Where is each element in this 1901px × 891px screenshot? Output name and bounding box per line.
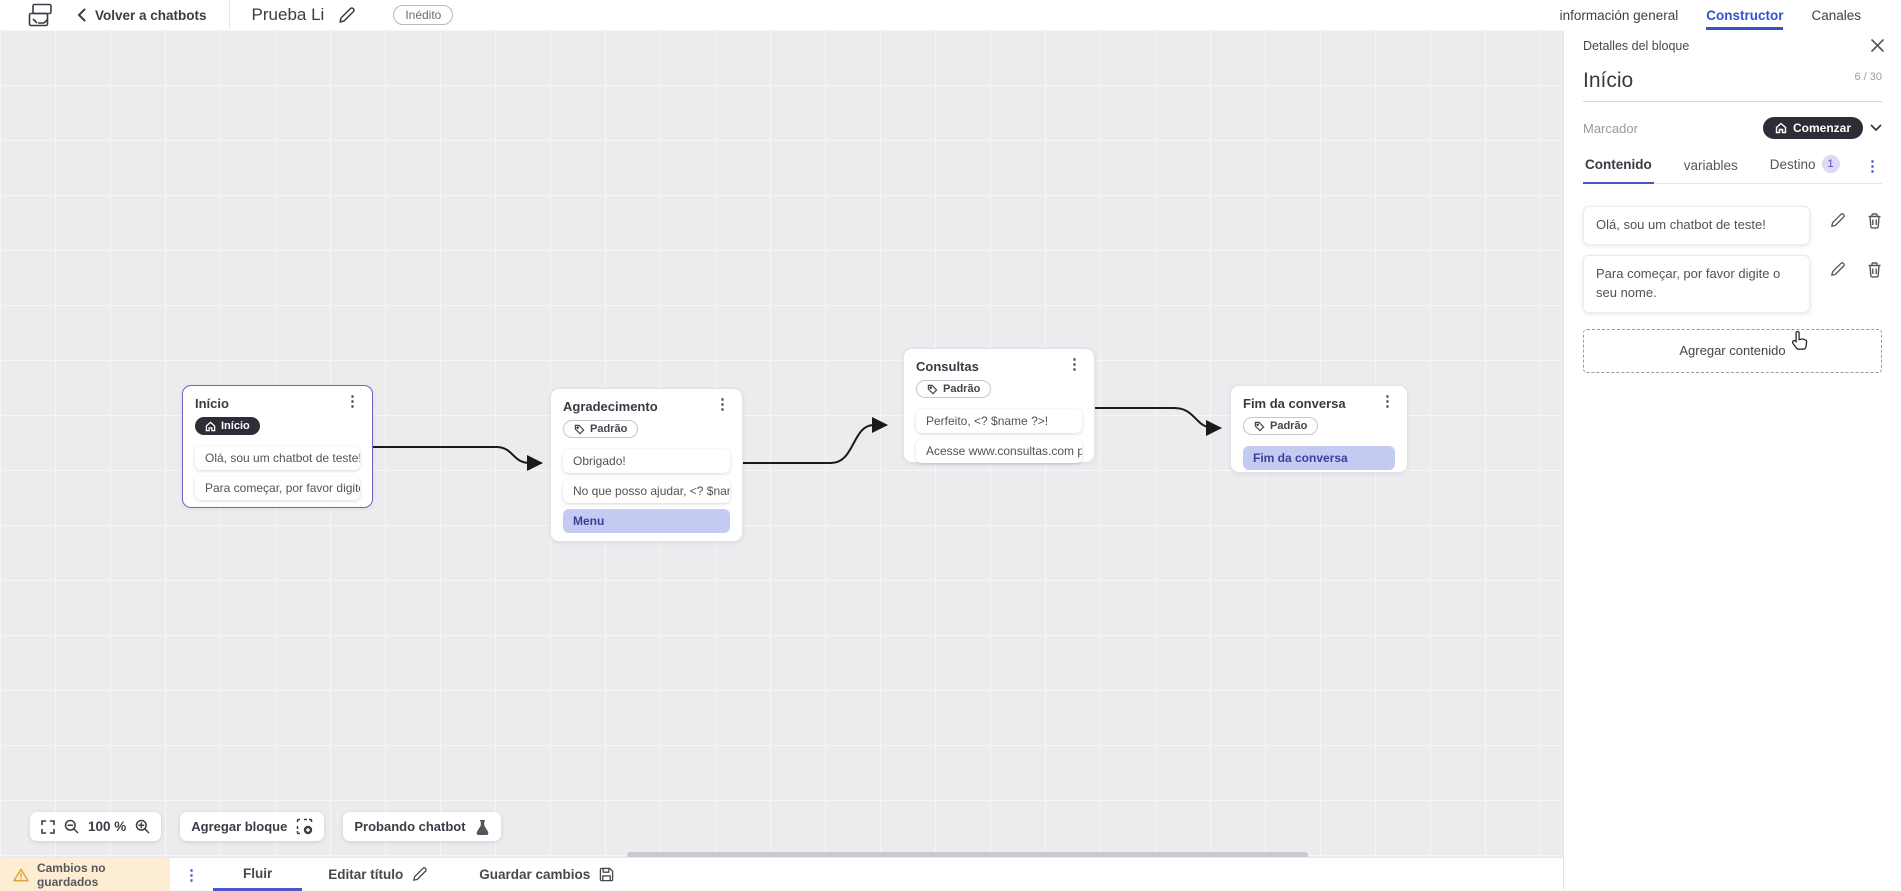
node-title: Agradecimento (563, 399, 658, 414)
node-inicio[interactable]: Início ⋮ Início Olá, sou um chatbot de t… (182, 385, 373, 508)
marker-value-pill[interactable]: Comenzar (1762, 117, 1863, 139)
node-title: Consultas (916, 359, 979, 374)
node-menu-card[interactable]: Fim da conversa (1243, 445, 1395, 470)
unsaved-label: Cambios no guardados (36, 860, 106, 889)
status-badge: Inédito (393, 5, 454, 25)
node-message-card[interactable]: Para começar, por favor digite o ... (195, 475, 360, 500)
home-icon (205, 421, 216, 431)
content-card[interactable]: Olá, sou um chatbot de teste! (1583, 206, 1810, 245)
flow-menu-icon[interactable]: ⋮ (184, 866, 199, 884)
tab-contenido[interactable]: Contenido (1583, 157, 1654, 184)
tag-icon (574, 424, 585, 434)
save-changes-button[interactable]: Guardar cambios (453, 858, 640, 891)
save-icon (600, 867, 614, 882)
test-chatbot-button[interactable]: Probando chatbot (343, 812, 501, 841)
destino-count-badge: 1 (1821, 155, 1840, 173)
close-icon[interactable] (1870, 38, 1885, 53)
back-to-chatbots[interactable]: Volver a chatbots (77, 8, 207, 23)
marker-label: Marcador (1583, 120, 1638, 136)
block-details-panel: Detalles del bloque Início 6 / 30 Marcad… (1563, 30, 1901, 891)
content-card[interactable]: Para começar, por favor digite o seu nom… (1583, 254, 1810, 313)
zoom-controls: 100 % (30, 812, 162, 841)
chatbot-title: Prueba Li (251, 5, 325, 24)
node-fim-da-conversa[interactable]: Fim da conversa ⋮ Padrão Fim da conversa (1230, 385, 1408, 473)
panel-menu-icon[interactable]: ⋮ (1865, 158, 1880, 175)
bottom-bar: Cambios no guardados ⋮ Fluir Editar títu… (0, 857, 1563, 891)
tag-icon (927, 384, 938, 394)
edit-content-icon[interactable] (1830, 213, 1845, 229)
node-type-badge: Padrão (563, 420, 639, 438)
chevron-down-icon[interactable] (1870, 124, 1882, 132)
tag-icon (1254, 421, 1265, 431)
node-message-card[interactable]: Obrigado! (563, 448, 730, 473)
add-content-button[interactable]: Agregar contenido (1583, 328, 1882, 373)
tab-destino[interactable]: Destino 1 (1768, 155, 1842, 183)
zoom-out-icon[interactable] (64, 819, 79, 834)
warning-icon (13, 867, 29, 882)
connector-consultas-fim (1094, 407, 1222, 436)
node-menu-icon[interactable]: ⋮ (345, 393, 360, 410)
canvas-toolbar: 100 % Agregar bloque Probando chatbot (30, 812, 501, 841)
canvas-horizontal-scrollbar[interactable] (627, 852, 1308, 857)
unsaved-changes-banner: Cambios no guardados (0, 858, 170, 891)
main-tabs: información general Constructor Canales (1560, 0, 1861, 30)
header-divider (228, 0, 230, 30)
node-consultas[interactable]: Consultas ⋮ Padrão Perfeito, <? $name ?>… (903, 348, 1095, 463)
zoom-in-icon[interactable] (135, 819, 150, 834)
chevron-left-icon (77, 8, 86, 22)
node-type-badge: Padrão (916, 380, 992, 398)
tab-constructor[interactable]: Constructor (1706, 0, 1784, 30)
node-type-badge: Início (195, 417, 260, 435)
zoom-level: 100 % (88, 819, 127, 834)
add-block-button[interactable]: Agregar bloque (180, 812, 325, 841)
fit-screen-icon[interactable] (41, 819, 55, 834)
edit-flow-title-button[interactable]: Editar título (302, 858, 453, 891)
flask-icon (476, 819, 488, 835)
node-menu-icon[interactable]: ⋮ (715, 396, 730, 413)
tab-fluir[interactable]: Fluir (213, 858, 303, 891)
add-block-icon (297, 818, 313, 835)
name-char-counter: 6 / 30 (1854, 71, 1882, 83)
content-row: Para começar, por favor digite o seu nom… (1583, 254, 1882, 313)
node-menu-icon[interactable]: ⋮ (1380, 393, 1395, 410)
flow-canvas[interactable]: Início ⋮ Início Olá, sou um chatbot de t… (0, 30, 1563, 857)
node-agradecimento[interactable]: Agradecimento ⋮ Padrão Obrigado! No que … (550, 388, 743, 542)
node-message-card[interactable]: Perfeito, <? $name ?>! (916, 408, 1082, 433)
delete-content-icon[interactable] (1867, 262, 1882, 278)
pencil-icon (413, 867, 428, 881)
node-title: Fim da conversa (1243, 396, 1346, 411)
delete-content-icon[interactable] (1867, 213, 1882, 229)
edit-title-icon[interactable] (338, 6, 356, 24)
content-list: Olá, sou um chatbot de teste! Para começ… (1583, 206, 1882, 313)
node-menu-icon[interactable]: ⋮ (1067, 356, 1082, 373)
block-name-value: Início (1583, 69, 1634, 92)
home-icon (1775, 122, 1787, 134)
app-logo-icon (28, 3, 55, 27)
content-row: Olá, sou um chatbot de teste! (1583, 206, 1882, 245)
node-message-card[interactable]: Acesse www.consultas.com par... (916, 438, 1082, 463)
node-message-card[interactable]: No que posso ajudar, <? $name ... (563, 478, 730, 503)
top-bar: Volver a chatbots Prueba Li Inédito info… (0, 0, 1901, 30)
node-message-card[interactable]: Olá, sou um chatbot de teste! (195, 445, 360, 470)
node-title: Início (195, 396, 229, 411)
node-menu-card[interactable]: Menu (563, 508, 730, 533)
panel-title: Detalles del bloque (1583, 38, 1690, 53)
connector-agradecimento-consultas (742, 417, 888, 464)
back-label: Volver a chatbots (95, 7, 207, 23)
block-name-field[interactable]: Início 6 / 30 (1583, 69, 1882, 102)
connector-inicio-agradecimento (372, 446, 543, 471)
tab-canales[interactable]: Canales (1811, 7, 1861, 23)
tab-variables[interactable]: variables (1683, 158, 1738, 173)
panel-tabs: Contenido variables Destino 1 ⋮ (1583, 155, 1882, 184)
node-type-badge: Padrão (1243, 417, 1319, 435)
edit-content-icon[interactable] (1830, 262, 1845, 278)
tab-informacion-general[interactable]: información general (1559, 7, 1679, 23)
